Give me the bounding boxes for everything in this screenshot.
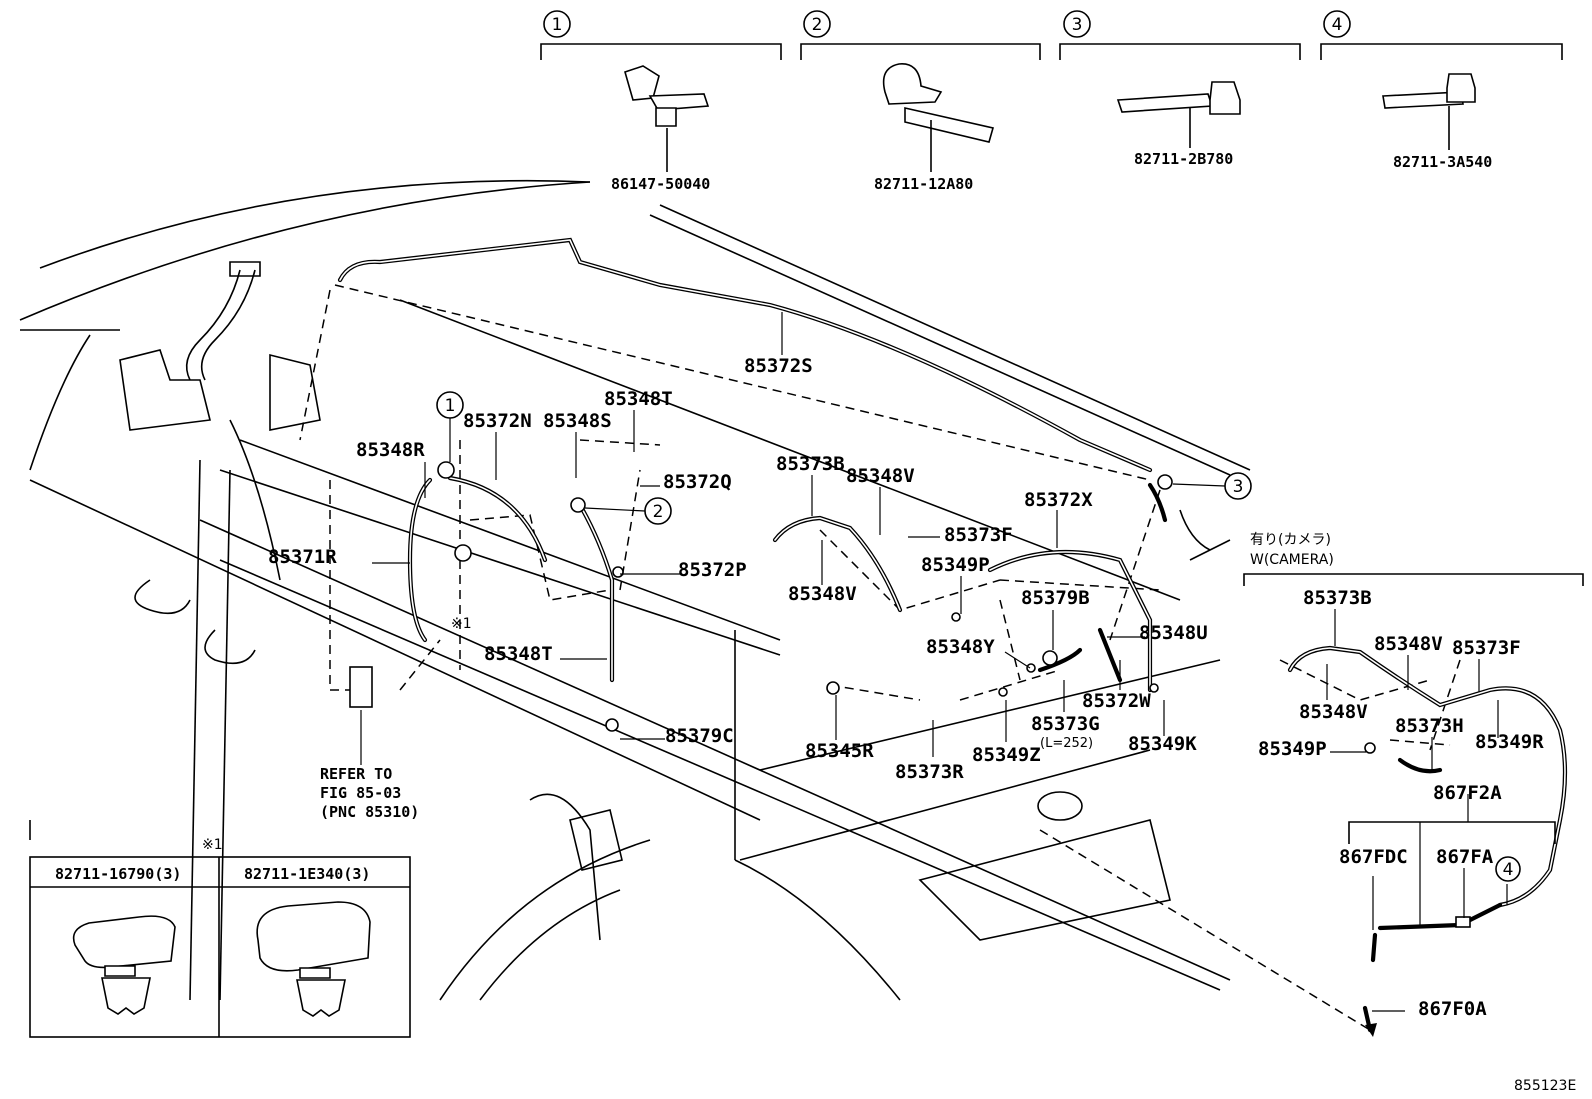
note-mark-inset: ※1	[202, 837, 223, 853]
note-mark: ※1	[451, 616, 472, 632]
label-85348Y: 85348Y	[926, 636, 995, 658]
clip-1E340-drawing	[256, 901, 371, 972]
marker-circle-2	[803, 10, 831, 38]
camera-label-85348V-b: 85348V	[1299, 701, 1368, 723]
label-85348R: 85348R	[356, 439, 425, 461]
camera-label-85373F: 85373F	[1452, 637, 1521, 659]
label-85372X: 85372X	[1024, 489, 1093, 511]
label-85348V-b: 85348V	[788, 583, 857, 605]
washer-pump	[349, 666, 373, 708]
label-85372Q: 85372Q	[663, 471, 732, 493]
figure-code: 855123E	[1514, 1078, 1576, 1094]
marker-2: 2	[812, 15, 823, 35]
clip-2-part: 82711-12A80	[874, 175, 973, 193]
inset-col2-part: 82711-1E340(3)	[244, 865, 370, 883]
label-85348V-a: 85348V	[846, 465, 915, 487]
label-85373F: 85373F	[944, 524, 1013, 546]
refer-to-line-2: FIG 85-03	[320, 784, 401, 802]
diagram-marker-2: 2	[653, 502, 664, 522]
label-85372N: 85372N	[463, 410, 532, 432]
label-85348T-mid: 85348T	[484, 643, 553, 665]
camera-label-85373B: 85373B	[1303, 587, 1372, 609]
camera-label-867FDC: 867FDC	[1339, 846, 1408, 868]
label-85348U: 85348U	[1139, 622, 1208, 644]
camera-label-85349R: 85349R	[1475, 731, 1544, 753]
label-85373R: 85373R	[895, 761, 964, 783]
camera-label-867F2A: 867F2A	[1433, 782, 1502, 804]
arrow-head	[1365, 1023, 1377, 1037]
clip-group-4: 4 82711-3A540	[1320, 10, 1563, 171]
camera-label-85373H: 85373H	[1395, 715, 1464, 737]
camera-marker-4: 4	[1503, 860, 1514, 880]
camera-heading-en: W(CAMERA)	[1250, 552, 1334, 568]
clip-4-part: 82711-3A540	[1393, 153, 1492, 171]
clip-1-part: 86147-50040	[611, 175, 710, 193]
label-85348T-top: 85348T	[604, 388, 673, 410]
clip-group-2: 2 82711-12A80	[800, 10, 1041, 193]
label-85345R: 85345R	[805, 740, 874, 762]
label-85371R: 85371R	[268, 546, 337, 568]
camera-label-85349P: 85349P	[1258, 738, 1327, 760]
label-85372P: 85372P	[678, 559, 747, 581]
label-85349K: 85349K	[1128, 733, 1197, 755]
refer-to-line-1: REFER TO	[320, 765, 392, 783]
clip-3-part: 82711-2B780	[1134, 150, 1233, 168]
marker-1: 1	[552, 15, 563, 35]
label-85373G-length: (L=252)	[1040, 736, 1093, 751]
label-85372S: 85372S	[744, 355, 813, 377]
label-85349Z: 85349Z	[972, 744, 1041, 766]
marker-circle-1	[543, 10, 571, 38]
diagram-marker-3: 3	[1233, 477, 1244, 497]
leader-lines	[360, 312, 1165, 765]
inset-col1-part: 82711-16790(3)	[55, 865, 181, 883]
marker-3: 3	[1072, 15, 1083, 35]
small-parts	[349, 461, 1173, 732]
marker-circle-3	[1063, 10, 1091, 38]
label-85379B: 85379B	[1021, 587, 1090, 609]
label-85372W: 85372W	[1082, 690, 1151, 712]
camera-variant: 有り(カメラ) W(CAMERA) 4 85373B 85348V 85373F…	[1243, 532, 1584, 1037]
marker-4: 4	[1332, 15, 1343, 35]
label-85379C: 85379C	[665, 725, 734, 747]
washer-hoses	[337, 237, 1168, 693]
camera-label-85348V-a: 85348V	[1374, 633, 1443, 655]
camera-label-867F0A: 867F0A	[1418, 998, 1487, 1020]
clip-16790-drawing	[72, 915, 176, 969]
clip-group-3: 3 82711-2B780	[1059, 10, 1301, 168]
vehicle-body	[19, 179, 1251, 1001]
clip-inset-table: 82711-16790(3) 82711-1E340(3)	[29, 856, 411, 1038]
clip-group-1: 1 86147-50040	[540, 10, 782, 193]
diagram-markers: 1 2 3	[436, 391, 1252, 525]
routing-lines	[299, 284, 1461, 1031]
label-85373G: 85373G	[1031, 713, 1100, 735]
label-85348S: 85348S	[543, 410, 612, 432]
camera-label-867FA: 867FA	[1436, 846, 1494, 868]
refer-to-line-3: (PNC 85310)	[320, 803, 419, 821]
label-85373B: 85373B	[776, 453, 845, 475]
marker-circle-4	[1323, 10, 1351, 38]
camera-heading-jp: 有り(カメラ)	[1250, 532, 1331, 548]
label-85349P: 85349P	[921, 554, 990, 576]
diagram-marker-1: 1	[445, 396, 456, 416]
